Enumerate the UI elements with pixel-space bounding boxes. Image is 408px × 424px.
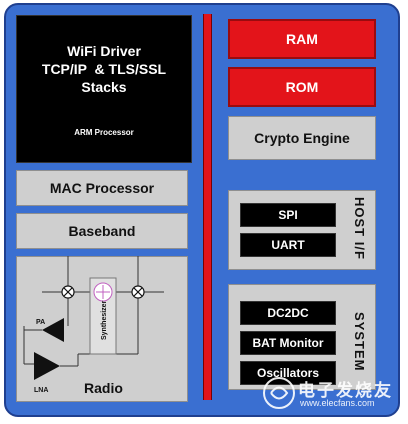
mixer-icon-cross xyxy=(133,287,143,297)
pa-label: PA xyxy=(36,319,45,326)
synthesizer-label: Synthesizer xyxy=(101,300,108,340)
watermark-url: www.elecfans.com xyxy=(300,398,375,408)
baseband-block: Baseband xyxy=(16,213,188,249)
arm-title-line3: Stacks xyxy=(81,78,127,95)
arm-title-line2: TCP/IP & TLS/SSL xyxy=(41,60,167,77)
system-label: SYSTEM xyxy=(352,312,367,372)
bat-monitor-block: BAT Monitor xyxy=(240,331,336,355)
watermark-cn: 电子发烧友 xyxy=(298,381,393,401)
system-bus xyxy=(203,14,212,400)
watermark: 电子发烧友 www.elecfans.com xyxy=(262,372,402,412)
ram-block: RAM xyxy=(228,19,376,59)
watermark-logo-icon xyxy=(263,377,295,409)
lna-amplifier-icon xyxy=(34,352,60,380)
arm-title-line1: WiFi Driver xyxy=(67,42,141,59)
pa-amplifier-icon xyxy=(42,318,64,342)
lna-label: LNA xyxy=(34,387,48,394)
radio-schematic: Synthesizer PA LNA xyxy=(23,256,164,394)
mixer-icon-cross xyxy=(63,287,73,297)
crypto-engine-block: Crypto Engine xyxy=(228,116,376,160)
uart-block: UART xyxy=(240,233,336,257)
arm-subtitle: ARM Processor xyxy=(74,127,134,137)
spi-block: SPI xyxy=(240,203,336,227)
dc2dc-block: DC2DC xyxy=(240,301,336,325)
radio-label: Radio xyxy=(84,380,123,396)
mac-processor-block: MAC Processor xyxy=(16,170,188,206)
host-if-label: HOST I/F xyxy=(352,197,367,260)
rom-block: ROM xyxy=(228,67,376,107)
arm-processor-block: WiFi Driver TCP/IP & TLS/SSL Stacks ARM … xyxy=(16,15,192,163)
